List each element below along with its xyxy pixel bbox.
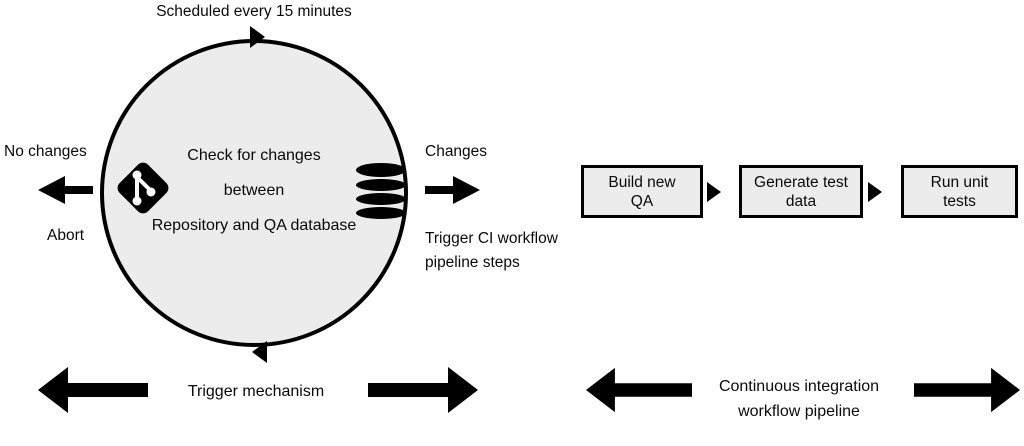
trigger-ci-label: Trigger CI workflow pipeline steps <box>425 227 558 275</box>
loop-arrow-bottom-icon <box>252 341 267 363</box>
check-loop-line3: Repository and QA database <box>151 217 357 234</box>
abort-label: Abort <box>47 227 85 244</box>
scheduled-label: Scheduled every 15 minutes <box>156 3 352 20</box>
step-run-label: Run unit tests <box>930 173 989 210</box>
legend-right-arrow-east-icon <box>914 367 1020 413</box>
check-loop-text: Check for changes between Repository and… <box>100 146 408 236</box>
check-loop-line2: between <box>223 182 285 199</box>
legend-left-arrow-east-icon <box>368 367 478 413</box>
step-generate-label: Generate test data <box>754 173 848 210</box>
changes-arrow-icon <box>425 176 480 204</box>
step-run-unit-tests: Run unit tests <box>901 165 1018 218</box>
trigger-mechanism-label: Trigger mechanism <box>187 383 325 400</box>
step-connector-arrow-2-icon <box>868 182 882 202</box>
step-connector-arrow-1-icon <box>707 182 721 202</box>
step-generate-test-data: Generate test data <box>739 165 863 218</box>
changes-label: Changes <box>425 143 488 160</box>
trigger-ci-line1: Trigger CI workflow <box>425 230 558 247</box>
no-changes-arrow-icon <box>38 176 93 204</box>
git-icon <box>117 162 169 214</box>
ci-pipeline-legend-label: Continuous integration workflow pipeline <box>699 374 899 424</box>
check-loop-line1: Check for changes <box>187 147 321 164</box>
step-build-new-qa: Build new QA <box>581 165 703 218</box>
trigger-ci-line2: pipeline steps <box>425 254 520 271</box>
legend-left-arrow-west-icon <box>38 367 148 413</box>
legend-right-arrow-west-icon <box>586 367 692 413</box>
step-build-label: Build new QA <box>608 173 676 210</box>
ci-pipeline-legend-line2: workflow pipeline <box>738 403 860 420</box>
database-icon <box>356 163 406 219</box>
no-changes-label: No changes <box>4 143 87 160</box>
ci-pipeline-legend-line1: Continuous integration <box>718 378 880 395</box>
loop-arrow-top-icon <box>250 26 265 48</box>
